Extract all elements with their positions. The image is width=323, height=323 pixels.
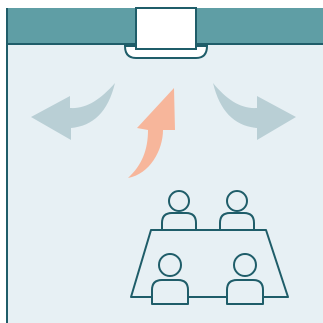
meeting-table [130,229,289,298]
person-bottom-left [151,253,189,305]
person-top-left [161,190,197,230]
curved-arrow-up-icon [128,88,175,178]
person-bottom-right [226,253,264,305]
curved-arrow-left-icon [31,83,115,140]
right-airflow-arrow [213,83,296,140]
person-top-right [219,190,255,230]
ceiling-ac-unit-icon [123,7,209,59]
ac-unit-housing [135,7,197,50]
left-airflow-arrow [31,83,115,140]
upward-warm-airflow-arrow [128,88,175,178]
curved-arrow-right-icon [213,83,296,140]
meeting-table-people-icon [130,190,289,305]
